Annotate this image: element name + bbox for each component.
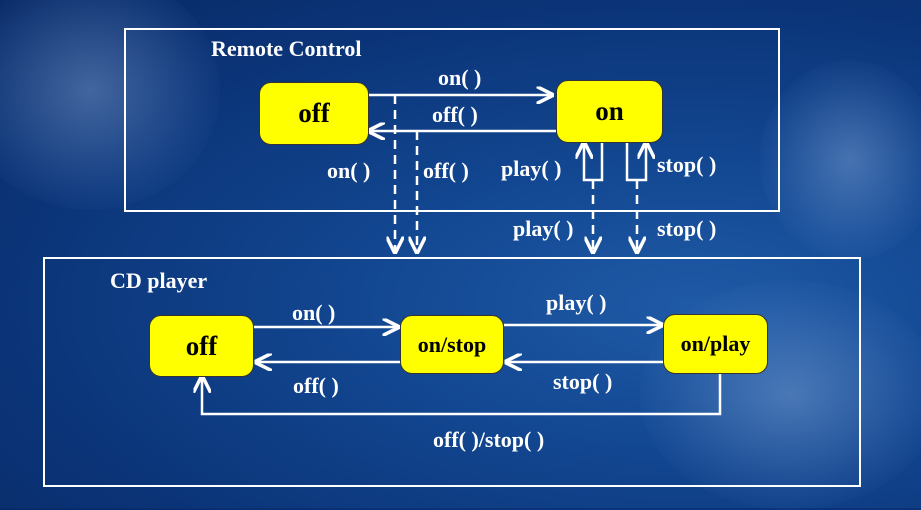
cd-player-panel <box>43 257 861 487</box>
remote-off-signal-label: off( ) <box>423 158 469 183</box>
remote-play-label: play( ) <box>501 156 562 181</box>
remote-stop-loop <box>625 143 646 182</box>
remote-state-on: on <box>556 80 663 143</box>
remote-stop-label: stop( ) <box>657 152 717 177</box>
cd-off-stop-label: off( )/stop( ) <box>433 427 545 452</box>
cd-state-on-play: on/play <box>663 314 768 374</box>
stop-signal-label: stop( ) <box>657 216 717 241</box>
remote-play-loop <box>584 143 604 182</box>
remote-control-title: Remote Control <box>211 36 362 61</box>
cd-play-label: play( ) <box>546 290 607 315</box>
play-signal-label: play( ) <box>513 216 574 241</box>
remote-control-panel <box>124 28 780 212</box>
cd-off-label: off( ) <box>293 373 339 398</box>
cd-stop-label: stop( ) <box>553 369 613 394</box>
cd-off-stop-transition <box>202 374 722 416</box>
cd-player-title: CD player <box>110 268 208 293</box>
cd-state-off: off <box>149 315 254 377</box>
remote-on-signal-label: on( ) <box>327 158 371 183</box>
cd-on-label: on( ) <box>292 300 336 325</box>
background-flower-top-right <box>760 60 921 260</box>
remote-on-label: on( ) <box>438 65 482 90</box>
remote-off-label: off( ) <box>432 102 478 127</box>
cd-state-on-stop: on/stop <box>400 315 504 374</box>
remote-state-off: off <box>259 82 369 145</box>
